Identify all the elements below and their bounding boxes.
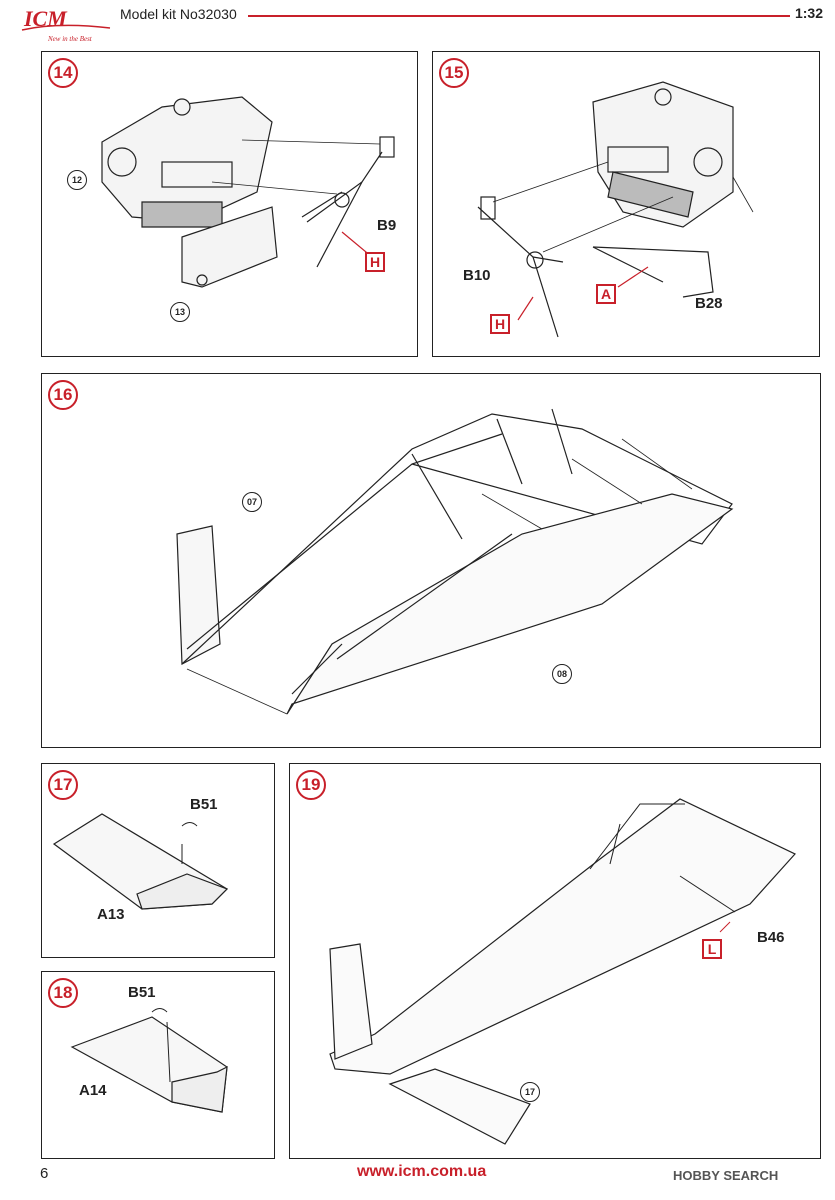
- rudder-illustration: [52, 813, 229, 910]
- kit-number: Model kit No32030: [120, 6, 237, 22]
- callout-ref: 17: [520, 1082, 540, 1102]
- step-16-panel: 16 07 08: [41, 373, 821, 748]
- step-number: 16: [48, 380, 78, 410]
- step-15-panel: 15 B10 H A B28: [432, 51, 820, 357]
- rudder-illustration: [70, 1008, 228, 1113]
- scale-label: 1:32: [794, 5, 823, 21]
- step-number: 18: [48, 978, 78, 1008]
- step-18-panel: 18 B51 A14: [41, 971, 275, 1159]
- part-label: B51: [128, 984, 156, 1001]
- engine-illustration: [101, 96, 395, 288]
- sprue-tag: L: [702, 939, 722, 959]
- icm-logo: ICM New in the Best: [21, 6, 111, 43]
- step-14-panel: 14 12 13 B9 H: [41, 51, 418, 357]
- step-number: 19: [296, 770, 326, 800]
- part-label: B9: [377, 217, 397, 234]
- website-link[interactable]: www.icm.com.ua: [357, 1163, 487, 1180]
- fuselage-assembled-illustration: [329, 798, 796, 1145]
- part-label: B28: [695, 295, 723, 312]
- engine-mount-illustration: [477, 81, 754, 338]
- sprue-tag: A: [596, 284, 616, 304]
- sprue-tag: H: [490, 314, 510, 334]
- step-19-panel: 19 B46 L 17: [289, 763, 821, 1159]
- step-17-panel: 17 B51 A13: [41, 763, 275, 958]
- part-label: B46: [757, 929, 785, 946]
- step-number: 15: [439, 58, 469, 88]
- part-label: A14: [79, 1082, 107, 1099]
- callout-ref: 08: [552, 664, 572, 684]
- step-number: 14: [48, 58, 78, 88]
- header-rule: [248, 15, 790, 17]
- part-label: B51: [190, 796, 218, 813]
- sprue-tag: H: [365, 252, 385, 272]
- callout-ref: 13: [170, 302, 190, 322]
- page-number: 6: [40, 1165, 49, 1182]
- svg-text:ICM: ICM: [23, 6, 68, 31]
- part-label: A13: [97, 906, 125, 923]
- part-label: B10: [463, 267, 491, 284]
- step-number: 17: [48, 770, 78, 800]
- callout-ref: 12: [67, 170, 87, 190]
- watermark: HOBBY SEARCH: [673, 1168, 779, 1183]
- fuselage-halves-illustration: [176, 408, 734, 715]
- svg-text:New in the Best: New in the Best: [47, 35, 93, 43]
- callout-ref: 07: [242, 492, 262, 512]
